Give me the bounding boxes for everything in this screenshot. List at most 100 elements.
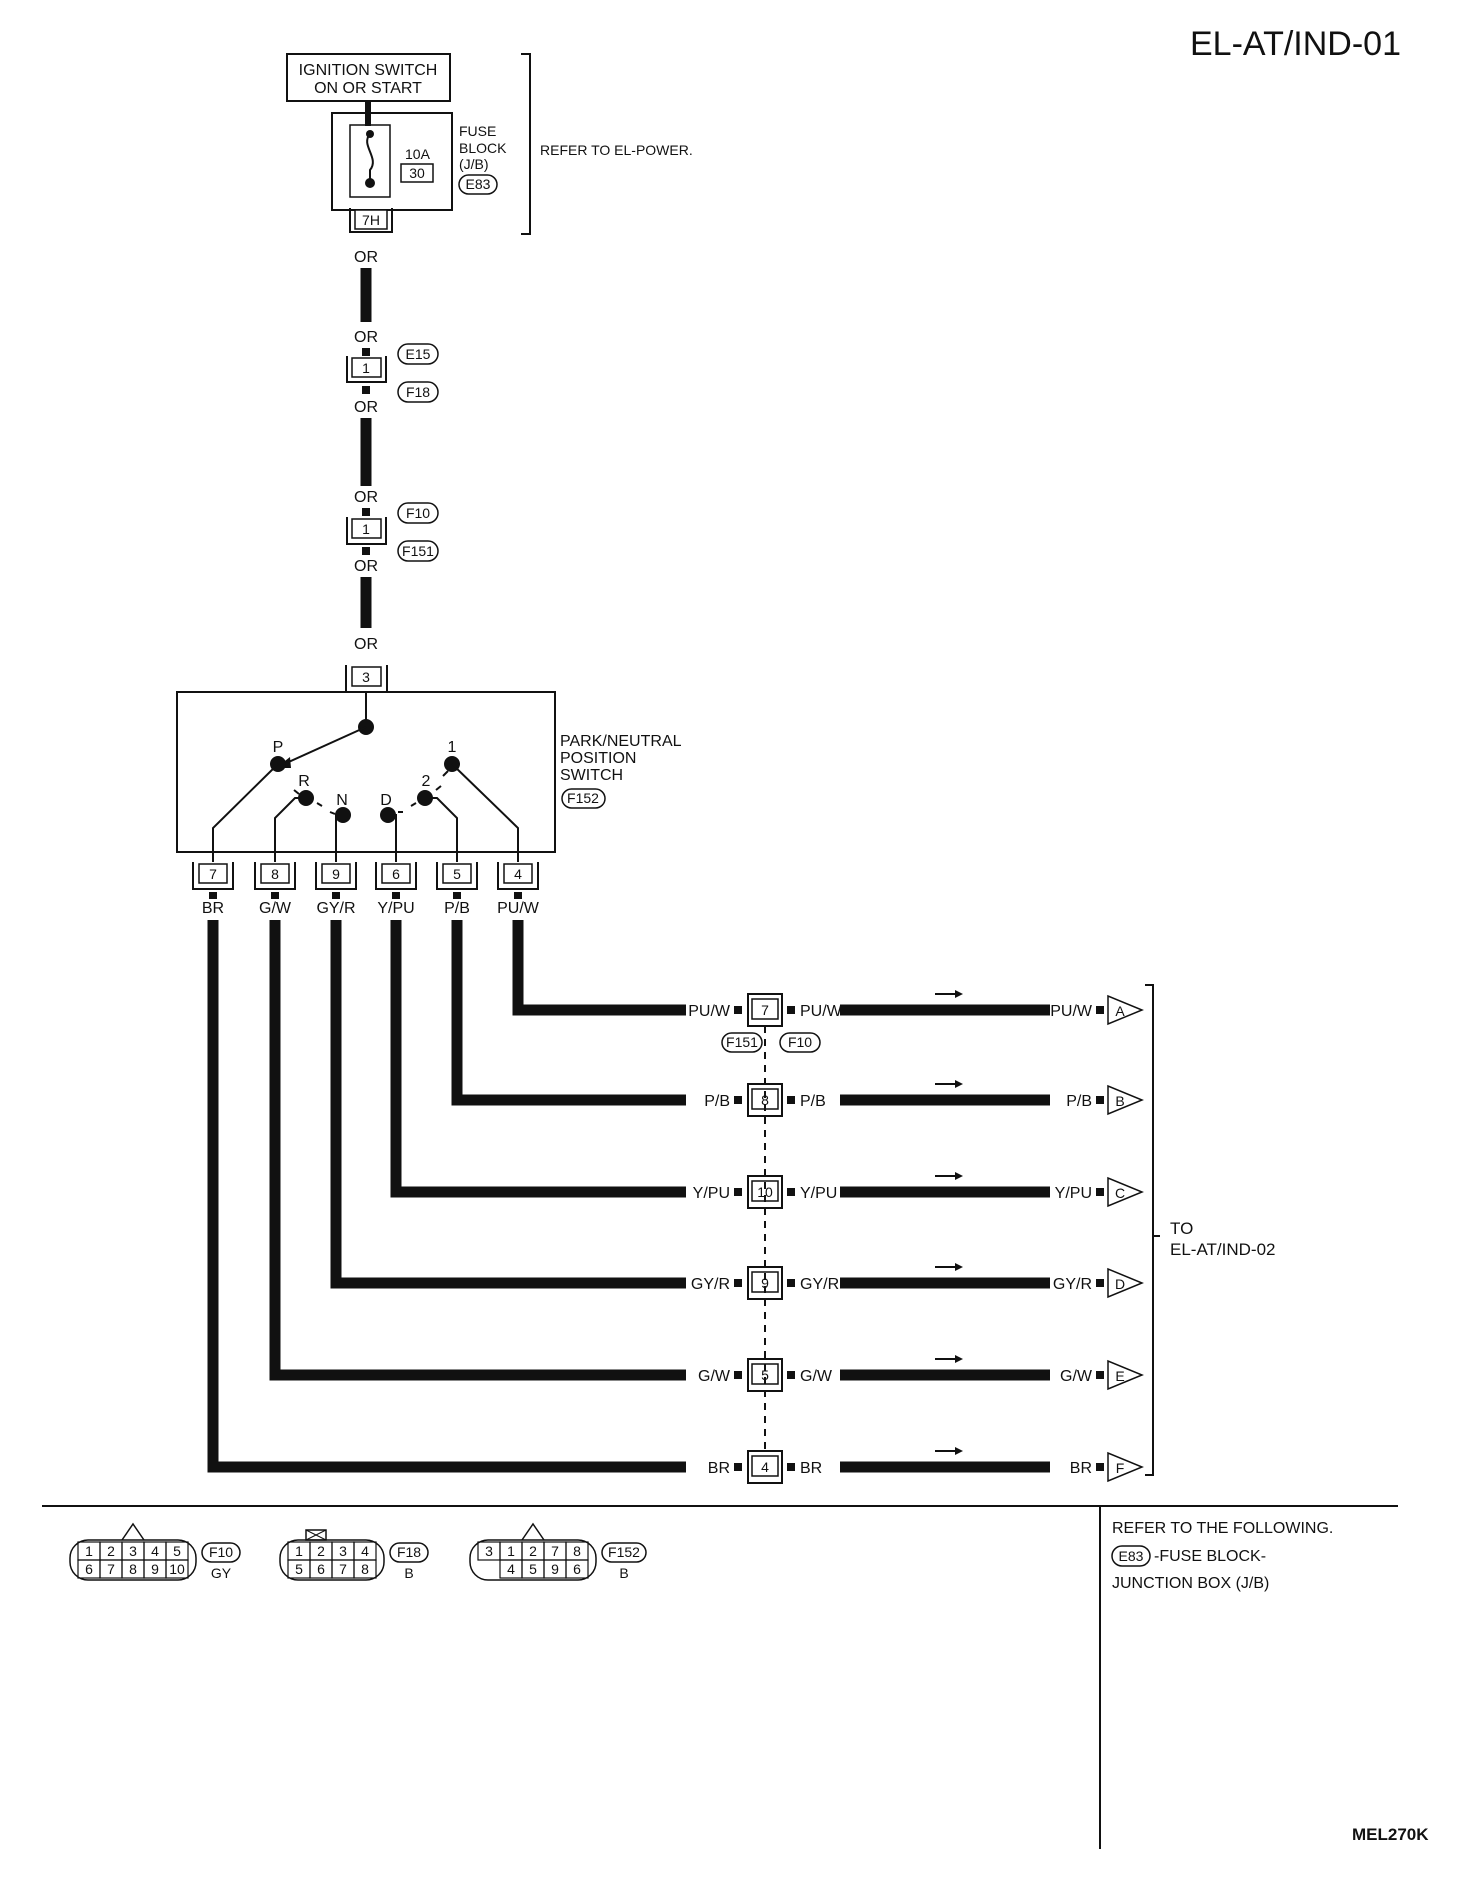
output-color-left: BR xyxy=(708,1460,730,1477)
output-letter: B xyxy=(1115,1093,1124,1109)
harness-2-conn-bottom: F151 xyxy=(402,543,434,559)
pin-label: 1 xyxy=(85,1543,93,1559)
pin-label: 3 xyxy=(129,1543,137,1559)
output-color-right: G/W xyxy=(800,1368,833,1385)
output-arrow-icon xyxy=(1107,994,1144,1026)
output-row-b: P/B 8 P/B P/B B xyxy=(704,1080,1144,1117)
output-terminal: 8 xyxy=(761,1092,769,1108)
switch-wire-5 xyxy=(512,920,524,1016)
switch-wire-1 xyxy=(269,920,281,1381)
switch-terminal-0: 7 xyxy=(209,866,217,882)
pin-label: 6 xyxy=(317,1561,325,1577)
output-color-end: P/B xyxy=(1066,1093,1092,1110)
connector-view-id: F10 xyxy=(209,1544,233,1560)
pin-label: 2 xyxy=(317,1543,325,1559)
park-neutral-position-switch: P R N D 2 1 PARK/NEUTRAL POSITION SWITCH… xyxy=(176,691,682,862)
output-letter: D xyxy=(1115,1276,1125,1292)
switch-terminal-5: 4 xyxy=(514,866,522,882)
pin-label: 7 xyxy=(107,1561,115,1577)
switch-connector-id: F152 xyxy=(567,790,599,806)
switch-terminal-1: 8 xyxy=(271,866,279,882)
refer-power: REFER TO EL-POWER. xyxy=(540,142,693,158)
switch-input-wire-label: OR xyxy=(354,636,378,653)
switch-wire-color-5: PU/W xyxy=(497,900,540,917)
output-letter: F xyxy=(1116,1460,1125,1476)
fuse-block: 10A 30 FUSE BLOCK (J/B) E83 7H xyxy=(331,112,507,233)
output-arrow-icon xyxy=(1107,1451,1144,1483)
fuse-label-2: BLOCK xyxy=(459,140,507,156)
harness-1-terminal: 1 xyxy=(362,360,370,376)
output-color-end: BR xyxy=(1070,1460,1092,1477)
fuse-connector-id: E83 xyxy=(466,176,491,192)
join-conn-left: F151 xyxy=(726,1034,758,1050)
page-code: EL-AT/IND-01 xyxy=(1190,25,1401,63)
pin-label: 4 xyxy=(361,1543,369,1559)
output-color-right: BR xyxy=(800,1460,822,1477)
switch-wire-color-4: P/B xyxy=(444,900,470,917)
output-color-right: GY/R xyxy=(800,1276,839,1293)
output-color-end: PU/W xyxy=(1050,1003,1093,1020)
position-r-label: R xyxy=(298,773,310,790)
connector-view-id: F152 xyxy=(608,1544,640,1560)
switch-terminal-3: 6 xyxy=(392,866,400,882)
switch-terminal-4: 5 xyxy=(453,866,461,882)
pin-label: 3 xyxy=(339,1543,347,1559)
refer-note-line-3: JUNCTION BOX (J/B) xyxy=(1112,1575,1269,1592)
output-color-end: G/W xyxy=(1060,1368,1093,1385)
switch-name-3: SWITCH xyxy=(560,767,623,784)
output-color-right: P/B xyxy=(800,1093,826,1110)
switch-name-2: POSITION xyxy=(560,750,636,767)
pin-label: 6 xyxy=(85,1561,93,1577)
position-n-label: N xyxy=(336,792,348,809)
refer-bracket xyxy=(521,53,531,235)
pin-label: 3 xyxy=(485,1543,493,1559)
pin-label: 5 xyxy=(529,1561,537,1577)
position-d-label: D xyxy=(380,792,392,809)
output-color-left: P/B xyxy=(704,1093,730,1110)
to-line-2: EL-AT/IND-02 xyxy=(1170,1240,1276,1259)
fuse-label-1: FUSE xyxy=(459,123,496,139)
harness-2-wire-top: OR xyxy=(354,489,378,506)
output-color-end: GY/R xyxy=(1053,1276,1092,1293)
fuse-number: 30 xyxy=(409,165,425,181)
switch-wire-color-0: BR xyxy=(202,900,224,917)
fuse-terminal: 7H xyxy=(362,212,380,228)
refer-note-connector: E83 xyxy=(1119,1548,1144,1564)
switch-wire-3 xyxy=(390,920,402,1198)
switch-wire-color-2: GY/R xyxy=(316,900,355,917)
output-letter: C xyxy=(1115,1185,1125,1201)
ignition-line-2: ON OR START xyxy=(314,80,422,97)
pin-label: 9 xyxy=(551,1561,559,1577)
output-terminal: 4 xyxy=(761,1459,769,1475)
pin-label: 7 xyxy=(551,1543,559,1559)
output-terminal: 10 xyxy=(757,1184,773,1200)
ignition-line-1: IGNITION SWITCH xyxy=(299,62,438,79)
pin-label: 8 xyxy=(573,1543,581,1559)
pin-label: 4 xyxy=(507,1561,515,1577)
position-1-label: 1 xyxy=(448,739,457,756)
harness-1-conn-top: E15 xyxy=(406,346,431,362)
join-conn-right: F10 xyxy=(788,1034,812,1050)
switch-wire-0 xyxy=(207,920,219,1473)
switch-wire-color-3: Y/PU xyxy=(377,900,414,917)
output-color-left: GY/R xyxy=(691,1276,730,1293)
harness-connector-e15-f18: 1 E15 F18 OR xyxy=(346,343,439,416)
output-terminal: 5 xyxy=(761,1367,769,1383)
join-connector-labels: F151 F10 xyxy=(721,1032,821,1053)
refer-note: REFER TO THE FOLLOWING. E83 -FUSE BLOCK-… xyxy=(1111,1520,1333,1592)
output-color-left: Y/PU xyxy=(693,1185,730,1202)
switch-name-1: PARK/NEUTRAL xyxy=(560,733,682,750)
harness-1-conn-bottom: F18 xyxy=(406,384,430,400)
position-2-label: 2 xyxy=(422,773,431,790)
output-row-f: BR 4 BR BR F xyxy=(708,1447,1144,1484)
output-arrow-icon xyxy=(1107,1084,1144,1116)
pin-label: 8 xyxy=(129,1561,137,1577)
to-bracket xyxy=(1145,984,1154,1476)
connector-view-color: GY xyxy=(211,1565,232,1581)
